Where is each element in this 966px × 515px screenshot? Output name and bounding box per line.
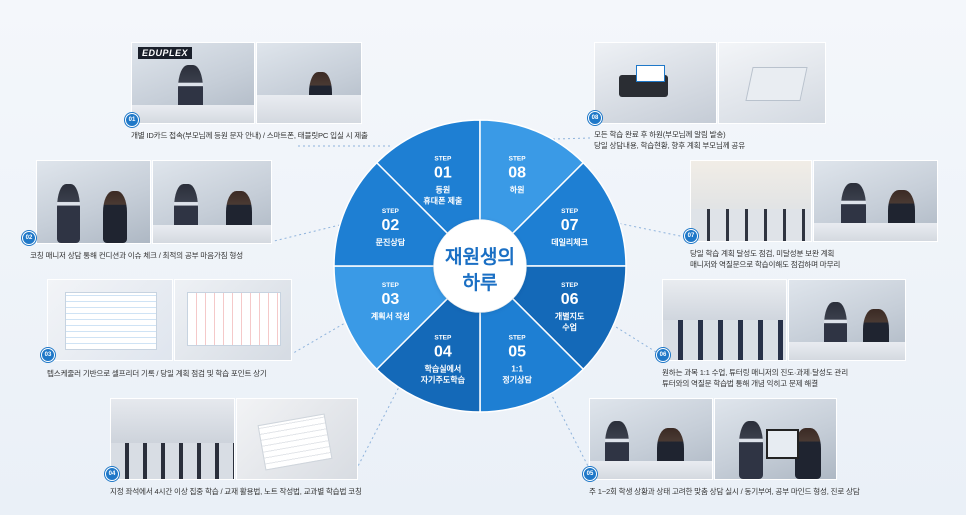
caption-01-line1: 개별 ID카드 접속(부모님께 등원 문자 안내) / 스마트폰, 태블릿PC …: [131, 131, 368, 140]
step-label-2-05: 정기상담: [502, 375, 532, 385]
step-label-06: 개별지도: [555, 311, 585, 321]
photo-counseling-1: [589, 398, 713, 480]
caption-05-line1: 주 1~2회 학생 상황과 상태 고려한 맞춤 상담 실시 / 동기부여, 공부…: [589, 487, 860, 496]
caption-07-line1: 당일 학습 계획 달성도 점검, 미달성분 보완 계획: [690, 249, 835, 258]
photo-phone-submit: [256, 42, 362, 124]
eduplex-logo: EDUPLEX: [138, 47, 193, 59]
step-word-05: STEP: [509, 335, 527, 342]
step-number-04: 04: [434, 344, 452, 361]
caption-06-line1: 원하는 과목 1:1 수업, 튜터링 매니저의 진도·과제·달성도 관리: [662, 368, 848, 377]
step-word-01: STEP: [434, 155, 452, 162]
step-label-03: 계획서 작성: [371, 311, 410, 321]
step-label-2-04: 자기주도학습: [421, 375, 466, 385]
step-word-03: STEP: [382, 282, 400, 289]
step-number-08: 08: [508, 164, 526, 181]
step-label-04: 학습실에서: [424, 364, 461, 374]
step-number-03: 03: [381, 291, 399, 308]
badge-05: 05: [583, 467, 597, 481]
photo-notebook-study: [236, 398, 358, 480]
step-label-08: 하원: [510, 184, 525, 194]
center-title-line2: 하루: [463, 272, 498, 294]
step-word-04: STEP: [434, 335, 452, 342]
center-title-line1: 재원생의: [445, 246, 515, 268]
caption-04-line1: 지정 좌석에서 4시간 이상 집중 학습 / 교재 활용법, 노트 작성법, 교…: [110, 487, 362, 496]
photo-tutoring-hall: [662, 279, 787, 361]
step-number-01: 01: [434, 164, 452, 181]
step-word-06: STEP: [561, 282, 579, 289]
photo-scheduler-notebook: [47, 279, 173, 361]
step-word-07: STEP: [561, 208, 579, 215]
photo-coaching-hifive: [36, 160, 151, 244]
step-number-05: 05: [508, 344, 526, 361]
step-word-08: STEP: [509, 155, 527, 162]
caption-08-line2: 당일 상담내용, 학습현황, 향후 계획 부모님께 공유: [594, 141, 746, 150]
badge-04: 04: [105, 467, 119, 481]
badge-08: 08: [588, 111, 602, 125]
step-label-2-01: 휴대폰 제출: [423, 195, 463, 205]
badge-03: 03: [41, 348, 55, 362]
photo-card-tap: [594, 42, 717, 124]
step-number-06: 06: [561, 291, 579, 308]
badge-02: 02: [22, 231, 36, 245]
caption-02-line1: 코칭 매니저 상담 통해 컨디션과 이슈 체크 / 최적의 공부 마음가짐 형성: [30, 251, 243, 260]
center-circle: [434, 220, 526, 312]
step-word-02: STEP: [382, 208, 400, 215]
photo-tutoring-session: [788, 279, 906, 361]
photo-laptop: [718, 42, 826, 124]
step-label-05: 1:1: [511, 365, 523, 374]
step-label-01: 등원: [436, 184, 451, 194]
step-number-07: 07: [561, 217, 579, 234]
photo-coaching-desk: [152, 160, 272, 244]
step-label-2-06: 수업: [562, 322, 577, 332]
caption-08-line1: 모든 학습 완료 후 하원(부모님께 알림 발송): [594, 130, 726, 139]
step-label-02: 문진상담: [376, 237, 406, 247]
photo-checkin-reception: EDUPLEX: [131, 42, 255, 124]
badge-01: 01: [125, 113, 139, 127]
caption-03-line1: 텝스케줄러 기반으로 셀프리더 기록 / 당일 계획 점검 및 학습 포인트 상…: [47, 369, 267, 378]
badge-07: 07: [684, 229, 698, 243]
photo-counseling-2: [714, 398, 837, 480]
photo-daily-check: [813, 160, 938, 242]
caption-07-line2: 매니저와 역질문으로 학습이해도 점검하며 마무리: [690, 260, 841, 269]
step-label-07: 데일리체크: [551, 237, 588, 247]
photo-plan-sheet: [174, 279, 292, 361]
photo-study-room: [690, 160, 812, 242]
step-number-02: 02: [381, 217, 399, 234]
badge-06: 06: [656, 348, 670, 362]
caption-06-line2: 튜터와의 역질문 학습법 통해 개념 익히고 문제 해결: [662, 379, 818, 388]
photo-study-hall: [110, 398, 235, 480]
